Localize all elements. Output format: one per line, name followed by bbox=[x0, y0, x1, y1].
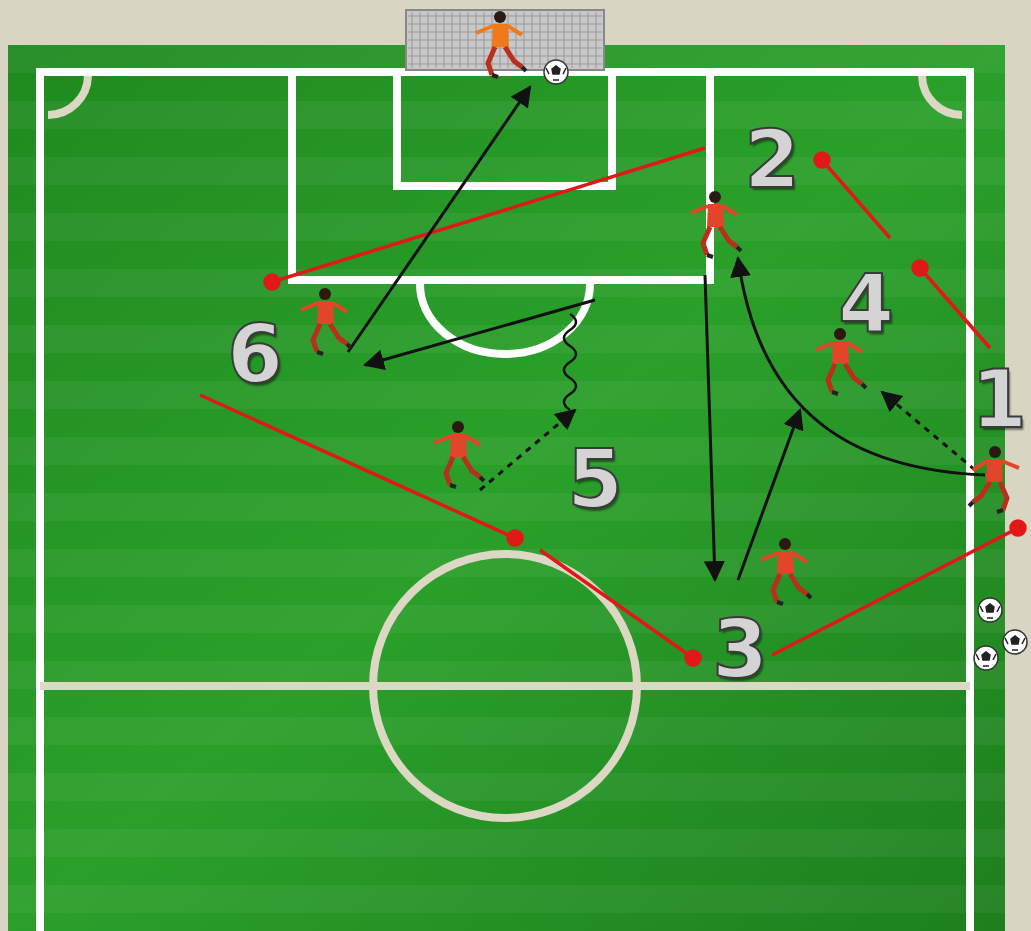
player-figure bbox=[301, 288, 351, 354]
ball bbox=[974, 646, 998, 670]
callout-number: 4 bbox=[838, 265, 894, 345]
callout-number: 3 bbox=[712, 610, 768, 690]
field-lines-far bbox=[40, 76, 970, 818]
grass bbox=[8, 45, 1005, 931]
player-figure bbox=[476, 11, 526, 77]
goal bbox=[406, 10, 604, 70]
callout-number: 1 bbox=[971, 360, 1027, 440]
ball bbox=[1003, 630, 1027, 654]
callout-number: 5 bbox=[567, 440, 623, 520]
balls bbox=[544, 60, 1027, 670]
player-figure bbox=[969, 446, 1019, 512]
player-figure bbox=[761, 538, 811, 604]
callout-number: 2 bbox=[744, 120, 800, 200]
field-lines bbox=[40, 72, 970, 931]
defender-lines bbox=[200, 148, 1025, 665]
ball bbox=[978, 598, 1002, 622]
player-figure bbox=[434, 421, 484, 487]
players bbox=[301, 11, 1019, 604]
grass-stripes bbox=[8, 45, 1005, 913]
ball bbox=[544, 60, 568, 84]
callout-number: 6 bbox=[227, 315, 283, 395]
pass-arrows bbox=[348, 87, 985, 580]
player-figure bbox=[691, 191, 741, 257]
